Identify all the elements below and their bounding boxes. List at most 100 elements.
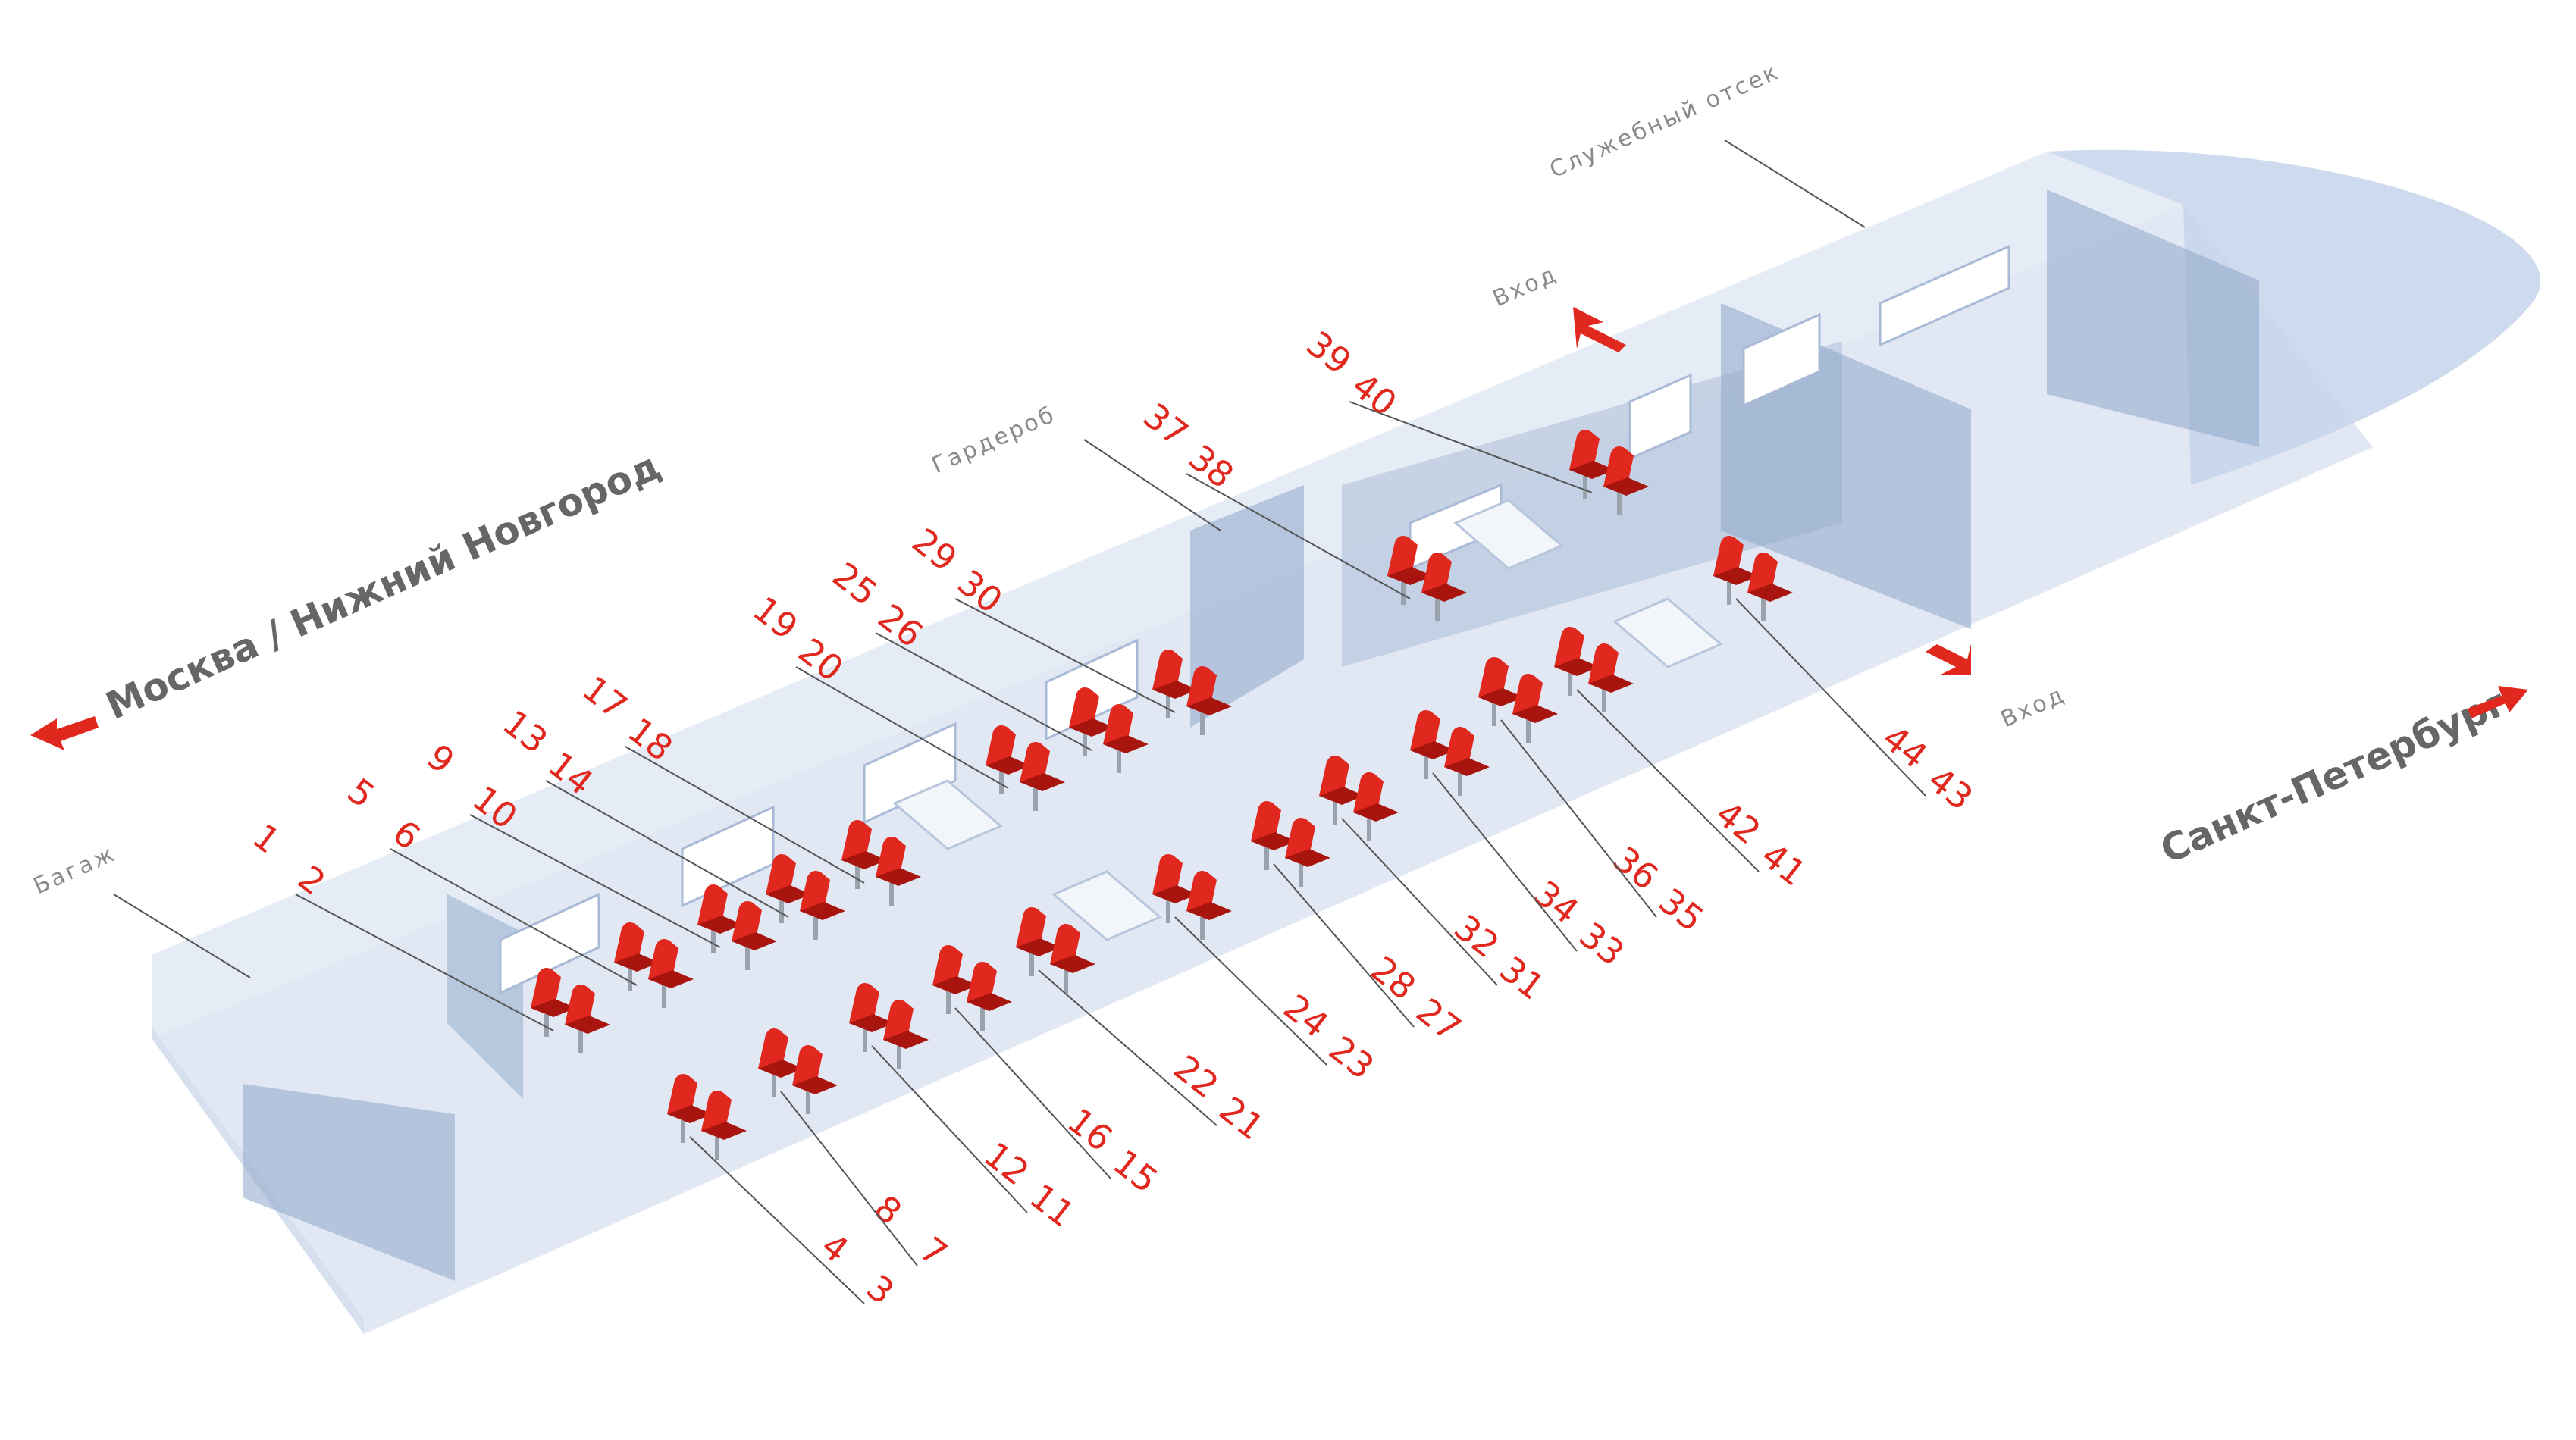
seat-23[interactable] [1186,871,1232,940]
seat-43[interactable] [1747,553,1793,621]
seat-number: 25 [825,554,885,614]
seat-number: 35 [1651,880,1711,940]
zone-wardrobe: Гардероб [928,401,1060,479]
seat-number: 37 [1136,395,1196,455]
seat-29[interactable] [1152,650,1198,718]
seat-6[interactable] [648,939,694,1008]
seat-35[interactable] [1512,674,1558,743]
seat-number: 36 [1606,838,1666,898]
seat-number: 1 [245,815,287,862]
seat-24[interactable] [1152,854,1198,923]
seat-number: 32 [1446,906,1506,966]
seat-number: 27 [1409,990,1468,1050]
seat-41[interactable] [1588,643,1634,712]
seat-number: 16 [1060,1100,1120,1160]
seat-14[interactable] [800,871,845,940]
seat-number: 3 [859,1266,901,1313]
seat-pointer [625,746,865,884]
seat-number: 19 [745,588,805,648]
seat-38[interactable] [1421,553,1467,621]
seat-26[interactable] [1103,704,1149,773]
seat-pointer [390,848,638,986]
seat-40[interactable] [1603,446,1649,515]
seat-2[interactable] [565,985,610,1053]
seat-10[interactable] [732,901,777,970]
seat-pointer [1349,401,1593,493]
direction-right-label: Санкт-Петербург [2154,681,2513,872]
seat-12[interactable] [849,983,895,1052]
direction-left: Москва / Нижний Новгород [30,443,667,750]
seat-5[interactable] [614,922,660,991]
seat-3[interactable] [701,1091,747,1160]
seat-number: 39 [1299,323,1359,383]
seat-pointer [1576,689,1760,872]
seat-pointer [1273,863,1415,1028]
seat-number: 23 [1321,1028,1381,1088]
zone-service: Служебный отсек [1546,58,1784,183]
seat-pointer [1341,818,1498,986]
seat-pointer [954,598,1176,713]
seat-8[interactable] [758,1028,804,1097]
seat-number: 22 [1166,1047,1226,1107]
far-wall-windows [499,244,2010,995]
seats [531,430,1793,1160]
zone-entrance-top: Вход [1489,261,1562,312]
seat-9[interactable] [697,884,743,953]
seat-pointer [875,632,1092,751]
seat-20[interactable] [1020,742,1065,811]
seat-44[interactable] [1713,536,1759,605]
seat-17[interactable] [841,820,887,889]
seat-19[interactable] [986,725,1031,794]
seat-13[interactable] [766,854,811,923]
seat-32[interactable] [1319,756,1365,825]
seat-1[interactable] [531,968,576,1037]
seat-4[interactable] [667,1074,713,1143]
seat-33[interactable] [1444,727,1490,796]
seat-25[interactable] [1069,687,1114,756]
seat-18[interactable] [876,837,921,906]
seat-39[interactable] [1569,430,1615,499]
seat-27[interactable] [1285,818,1330,887]
seat-pointer [1174,916,1327,1066]
wardrobe-pointer [1083,439,1221,531]
seat-pointer [1432,772,1578,952]
seat-42[interactable] [1554,627,1600,696]
seat-number: 21 [1211,1088,1271,1148]
seat-pointer [689,1136,865,1304]
zone-entrance-bottom: Вход [1997,681,2070,733]
seat-pointer [1186,473,1411,599]
seat-pointer [1735,598,1926,797]
arrow-right-icon [2468,686,2528,718]
seat-11[interactable] [883,1000,929,1069]
seat-number: 24 [1276,986,1336,1046]
seat-28[interactable] [1251,801,1296,870]
seat-15[interactable] [967,962,1012,1031]
seat-number: 11 [1022,1175,1082,1235]
entrance-arrow-bottom [1926,644,1971,675]
seat-pointer [1038,969,1217,1126]
seat-pointer [871,1045,1028,1213]
seat-number: 43 [1920,759,1980,819]
seat-number: 13 [495,702,555,762]
car-floor [152,205,2373,1334]
seat-pointer [295,894,554,1031]
seat-number: 29 [904,520,964,580]
seat-number: 9 [419,736,462,782]
seat-7[interactable] [792,1045,838,1114]
seat-number: 41 [1753,834,1813,894]
seat-number: 44 [1875,717,1935,777]
seat-37[interactable] [1387,536,1433,605]
tables [892,499,1723,941]
seat-30[interactable] [1186,666,1232,735]
seat-34[interactable] [1410,710,1456,779]
seat-pointer [780,1091,918,1266]
seat-16[interactable] [932,945,978,1014]
seat-22[interactable] [1016,907,1061,976]
seat-31[interactable] [1353,772,1399,841]
wardrobe-block [1190,485,1304,728]
vestibule-partition [1342,341,1842,667]
seat-number: 7 [912,1229,954,1275]
seat-21[interactable] [1050,924,1095,993]
seat-36[interactable] [1478,657,1524,726]
